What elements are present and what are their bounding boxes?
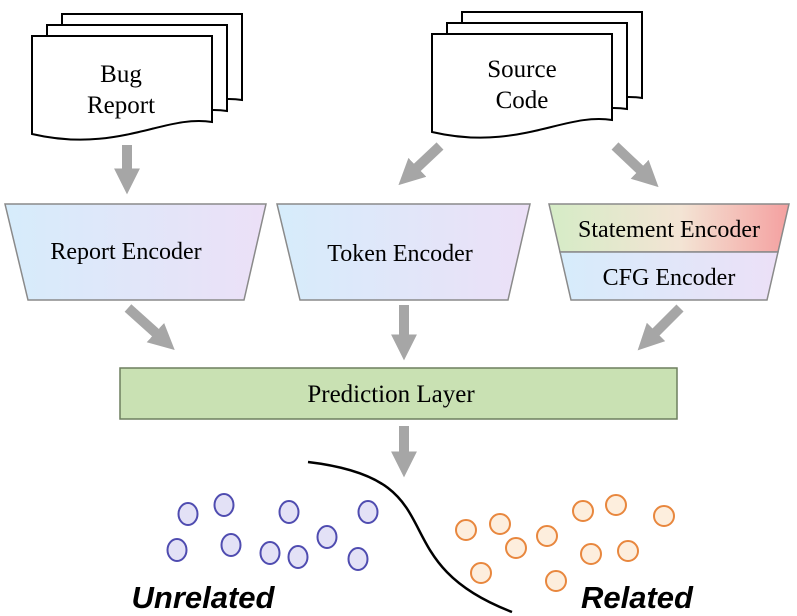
related-point: [505, 537, 527, 559]
token-encoder-label: Token Encoder: [327, 241, 473, 267]
report-encoder-trapezoid: [4, 203, 267, 301]
unrelated-point: [177, 502, 199, 526]
arrow-source-to-statement-encoder: [611, 142, 659, 188]
cfg-encoder-block: [559, 251, 779, 301]
statement-encoder-label: Statement Encoder: [578, 217, 760, 243]
related-point: [653, 505, 675, 527]
related-point: [455, 519, 477, 541]
related-point: [572, 500, 594, 522]
arrow-report-encoder-to-prediction: [124, 304, 175, 350]
bug-report-label-line2: Report: [87, 92, 155, 119]
source-code-label-line2: Code: [496, 87, 549, 114]
unrelated-point: [278, 500, 300, 524]
document-sheet-front: [31, 35, 213, 141]
unrelated-class-label: Unrelated: [132, 580, 276, 615]
arrows-documents-to-encoders: [114, 142, 659, 195]
report-encoder: Report Encoder: [4, 203, 267, 301]
unrelated-point: [166, 538, 188, 562]
bug-report-label-line1: Bug: [100, 61, 142, 88]
unrelated-samples: [166, 493, 379, 571]
related-point: [536, 525, 558, 547]
source-code-document: Source Code: [431, 11, 643, 139]
unrelated-point: [259, 541, 281, 565]
token-encoder-trapezoid: [276, 203, 531, 301]
bug-report-document: Bug Report: [31, 13, 243, 141]
unrelated-point: [213, 493, 235, 517]
token-encoder: Token Encoder: [276, 203, 531, 301]
arrow-source-to-token-encoder: [398, 142, 444, 186]
related-point: [489, 513, 511, 535]
unrelated-point: [357, 500, 379, 524]
related-point: [545, 570, 567, 592]
cfg-encoder-label: CFG Encoder: [603, 265, 736, 291]
statement-cfg-encoder: Statement Encoder CFG Encoder: [548, 203, 790, 301]
prediction-layer: Prediction Layer: [119, 367, 678, 420]
related-point: [470, 562, 492, 584]
related-point: [605, 494, 627, 516]
related-class-label: Related: [581, 580, 694, 615]
unrelated-point: [287, 545, 309, 569]
report-encoder-label: Report Encoder: [50, 239, 201, 265]
document-sheet-front: [431, 33, 613, 139]
related-point: [617, 540, 639, 562]
prediction-layer-label: Prediction Layer: [307, 381, 475, 408]
related-samples: [455, 494, 675, 592]
source-code-label-line1: Source: [487, 56, 556, 83]
prediction-layer-box: [119, 367, 678, 420]
arrows-encoders-to-prediction: [124, 304, 684, 361]
unrelated-point: [316, 525, 338, 549]
arrow-cfg-encoder-to-prediction: [637, 304, 684, 351]
unrelated-point: [220, 533, 242, 557]
unrelated-point: [347, 547, 369, 571]
related-point: [580, 543, 602, 565]
decision-boundary-curve: [307, 460, 513, 614]
